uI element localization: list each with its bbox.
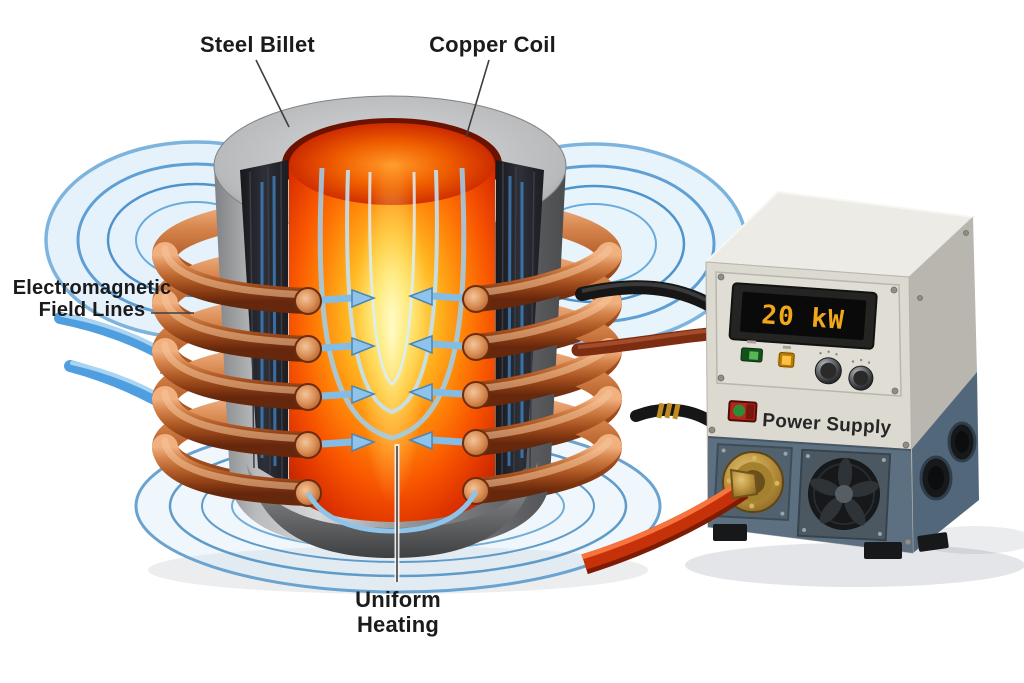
copper-coil-label: Copper Coil	[429, 32, 556, 57]
inner-field-lines-icon	[317, 167, 467, 441]
orange-indicator-icon	[776, 350, 795, 369]
power-knob-1	[814, 350, 842, 385]
field-lines-label: Electromagnetic Field Lines	[8, 277, 176, 322]
power-supply-unit: 20 kW	[581, 190, 979, 575]
power-knob-2	[848, 358, 874, 391]
brass-coupling-icon	[656, 402, 681, 420]
eddy-current-arrows-icon	[305, 286, 479, 534]
uniform-heating-label: Uniform Heating	[355, 587, 441, 637]
steel-billet-label: Steel Billet	[200, 32, 315, 57]
feet-icon	[713, 524, 949, 559]
red-power-cable-icon	[581, 468, 759, 575]
green-indicator-icon	[740, 347, 764, 363]
cable-nut-icon	[729, 468, 759, 500]
field-lines-label-line1: Electromagnetic	[12, 277, 172, 299]
side-fans-icon	[919, 421, 977, 501]
leader-lines	[151, 59, 490, 582]
control-row	[740, 340, 874, 391]
power-cables-icon	[571, 280, 719, 427]
power-display-value: 20 kW	[760, 300, 845, 336]
fan-plate	[796, 448, 892, 542]
power-display: 20 kW	[728, 282, 878, 350]
fan-icon	[808, 458, 880, 530]
field-lines-label-line2: Field Lines	[38, 299, 146, 322]
power-badge-icon	[727, 400, 758, 423]
